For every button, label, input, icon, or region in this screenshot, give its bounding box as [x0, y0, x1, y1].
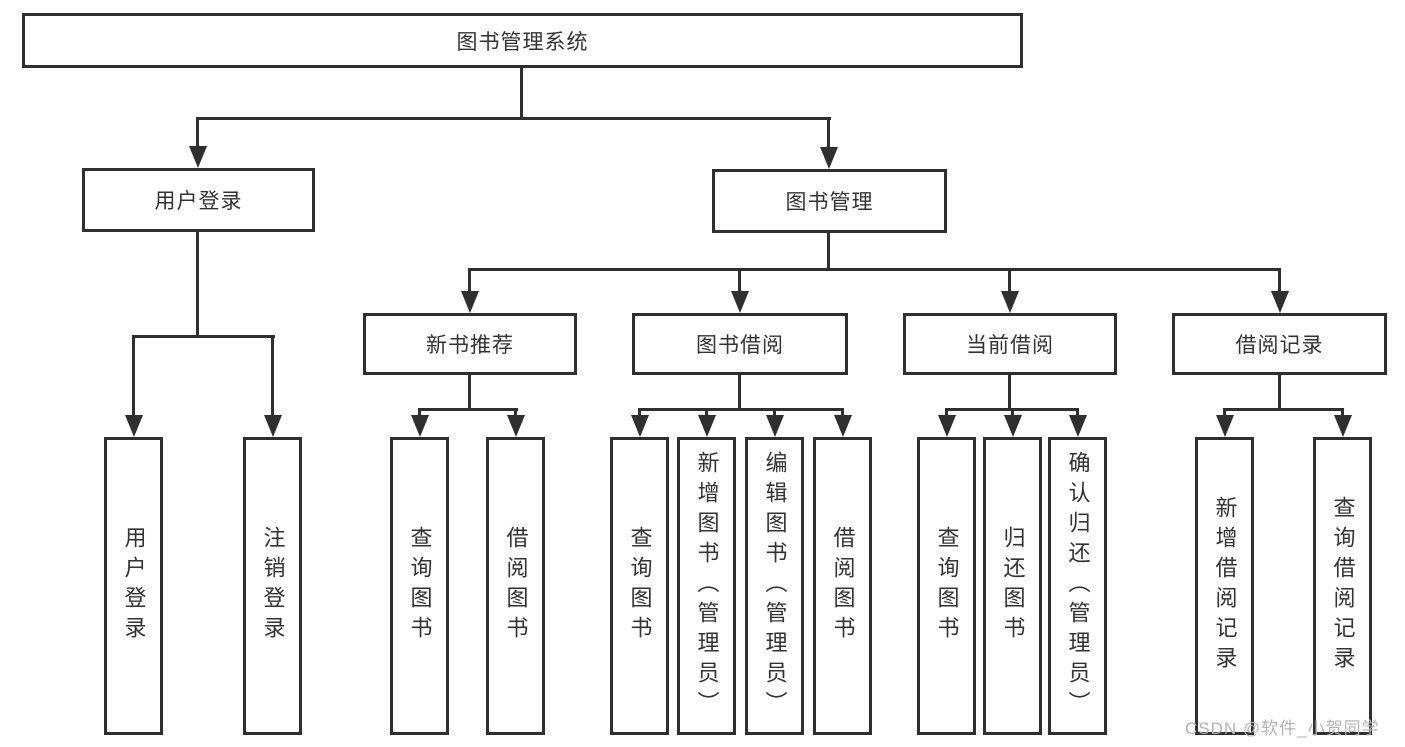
leaf-borrow-books-recommend-label: 借阅图书: [503, 526, 529, 646]
node-new-book-recommend-label: 新书推荐: [426, 334, 514, 357]
connector-drop-section: [468, 268, 471, 293]
arrowhead-down: [1216, 415, 1234, 437]
connector-root-stem: [520, 66, 523, 117]
leaf-return-books-label: 归还图书: [1000, 526, 1026, 646]
connector-drop-leaf: [514, 408, 517, 418]
arrowhead-down: [631, 415, 649, 437]
leaf-borrow-books-label: 借阅图书: [830, 526, 856, 646]
arrowhead-down: [1334, 415, 1352, 437]
leaf-query-books-recommend: 查询图书: [390, 437, 449, 735]
arrowhead-down: [125, 415, 143, 437]
connector-section-stem: [738, 373, 741, 408]
connector-drop-user-login: [196, 117, 199, 149]
connector-drop-leaf: [418, 408, 421, 418]
leaf-add-borrow-record: 新增借阅记录: [1195, 437, 1254, 735]
arrowhead-down: [411, 415, 429, 437]
leaf-query-borrow-record: 查询借阅记录: [1313, 437, 1372, 735]
arrowhead-down: [731, 291, 749, 313]
connector-section-stem: [468, 373, 471, 408]
leaf-query-books-borrow: 查询图书: [610, 437, 669, 735]
leaf-borrow-books-recommend: 借阅图书: [486, 437, 545, 735]
arrowhead-down: [1004, 415, 1022, 437]
leaf-query-books-borrow-label: 查询图书: [627, 526, 653, 646]
connector-drop-leaf: [773, 408, 776, 418]
leaf-user-login: 用户登录: [104, 437, 163, 735]
leaf-edit-books-admin-label: 编辑图书（管理员）: [762, 451, 788, 721]
arrowhead-down: [507, 415, 525, 437]
node-user-login-label: 用户登录: [154, 190, 243, 213]
connector-drop-leaf: [1011, 408, 1014, 418]
connector-drop-leaf: [132, 335, 135, 415]
leaf-query-books-current: 查询图书: [917, 437, 976, 735]
connector-drop-section: [1278, 268, 1281, 293]
connector-drop-leaf: [705, 408, 708, 418]
node-current-borrow: 当前借阅: [903, 313, 1117, 375]
node-borrow-records: 借阅记录: [1172, 313, 1387, 375]
connector-level2-rail: [197, 117, 831, 120]
csdn-watermark: CSDN @软件_小贺同学: [1185, 719, 1380, 738]
connector-drop-leaf: [841, 408, 844, 418]
leaf-add-borrow-record-label: 新增借阅记录: [1212, 496, 1238, 676]
connector-user-login-stem: [196, 230, 199, 335]
connector-section-rail: [1223, 408, 1344, 411]
leaf-logout-label: 注销登录: [260, 526, 286, 646]
connector-drop-leaf: [1076, 408, 1079, 418]
connector-section-stem: [1008, 373, 1011, 408]
node-root-label: 图书管理系统: [456, 30, 589, 54]
connector-level3-rail: [468, 268, 1281, 271]
arrowhead-down: [1069, 415, 1087, 437]
arrowhead-down: [1001, 291, 1019, 313]
arrowhead-down: [766, 415, 784, 437]
node-borrow-records-label: 借阅记录: [1235, 334, 1324, 357]
node-book-management-label: 图书管理: [785, 191, 874, 214]
leaf-borrow-books: 借阅图书: [813, 437, 872, 735]
connector-drop-leaf: [271, 335, 274, 415]
leaf-add-books-admin: 新增图书（管理员）: [677, 437, 736, 735]
leaf-add-books-admin-label: 新增图书（管理员）: [694, 451, 720, 721]
leaf-query-borrow-record-label: 查询借阅记录: [1330, 496, 1356, 676]
connector-drop-section: [738, 268, 741, 293]
node-current-borrow-label: 当前借阅: [966, 334, 1054, 357]
node-new-book-recommend: 新书推荐: [363, 313, 577, 375]
node-root: 图书管理系统: [22, 13, 1023, 68]
connector-drop-leaf: [1341, 408, 1344, 418]
arrowhead-down: [461, 291, 479, 313]
leaf-edit-books-admin: 编辑图书（管理员）: [745, 437, 804, 735]
leaf-logout: 注销登录: [243, 437, 302, 735]
node-book-borrow: 图书借阅: [632, 313, 848, 375]
arrowhead-down: [1271, 291, 1289, 313]
leaf-confirm-return-admin-label: 确认归还（管理员）: [1065, 451, 1091, 721]
connector-section-stem: [1278, 373, 1281, 408]
arrowhead-down: [820, 147, 838, 169]
leaf-user-login-label: 用户登录: [121, 526, 147, 646]
connector-user-login-rail: [132, 335, 275, 338]
node-user-login: 用户登录: [82, 168, 315, 232]
arrowhead-down: [698, 415, 716, 437]
node-book-borrow-label: 图书借阅: [696, 334, 784, 357]
arrowhead-down: [189, 146, 207, 168]
connector-drop-leaf: [945, 408, 948, 418]
leaf-query-books-current-label: 查询图书: [934, 526, 960, 646]
leaf-query-books-recommend-label: 查询图书: [407, 526, 433, 646]
node-book-management: 图书管理: [712, 169, 947, 233]
connector-drop-section: [1008, 268, 1011, 293]
connector-book-mgmt-stem: [827, 231, 830, 268]
connector-drop-book-mgmt: [827, 117, 830, 149]
connector-section-rail: [418, 408, 518, 411]
connector-drop-leaf: [638, 408, 641, 418]
connector-drop-leaf: [1223, 408, 1226, 418]
connector-section-rail: [638, 408, 843, 411]
arrowhead-down: [264, 415, 282, 437]
leaf-return-books: 归还图书: [983, 437, 1042, 735]
arrowhead-down: [834, 415, 852, 437]
leaf-confirm-return-admin: 确认归还（管理员）: [1048, 437, 1107, 735]
arrowhead-down: [938, 415, 956, 437]
